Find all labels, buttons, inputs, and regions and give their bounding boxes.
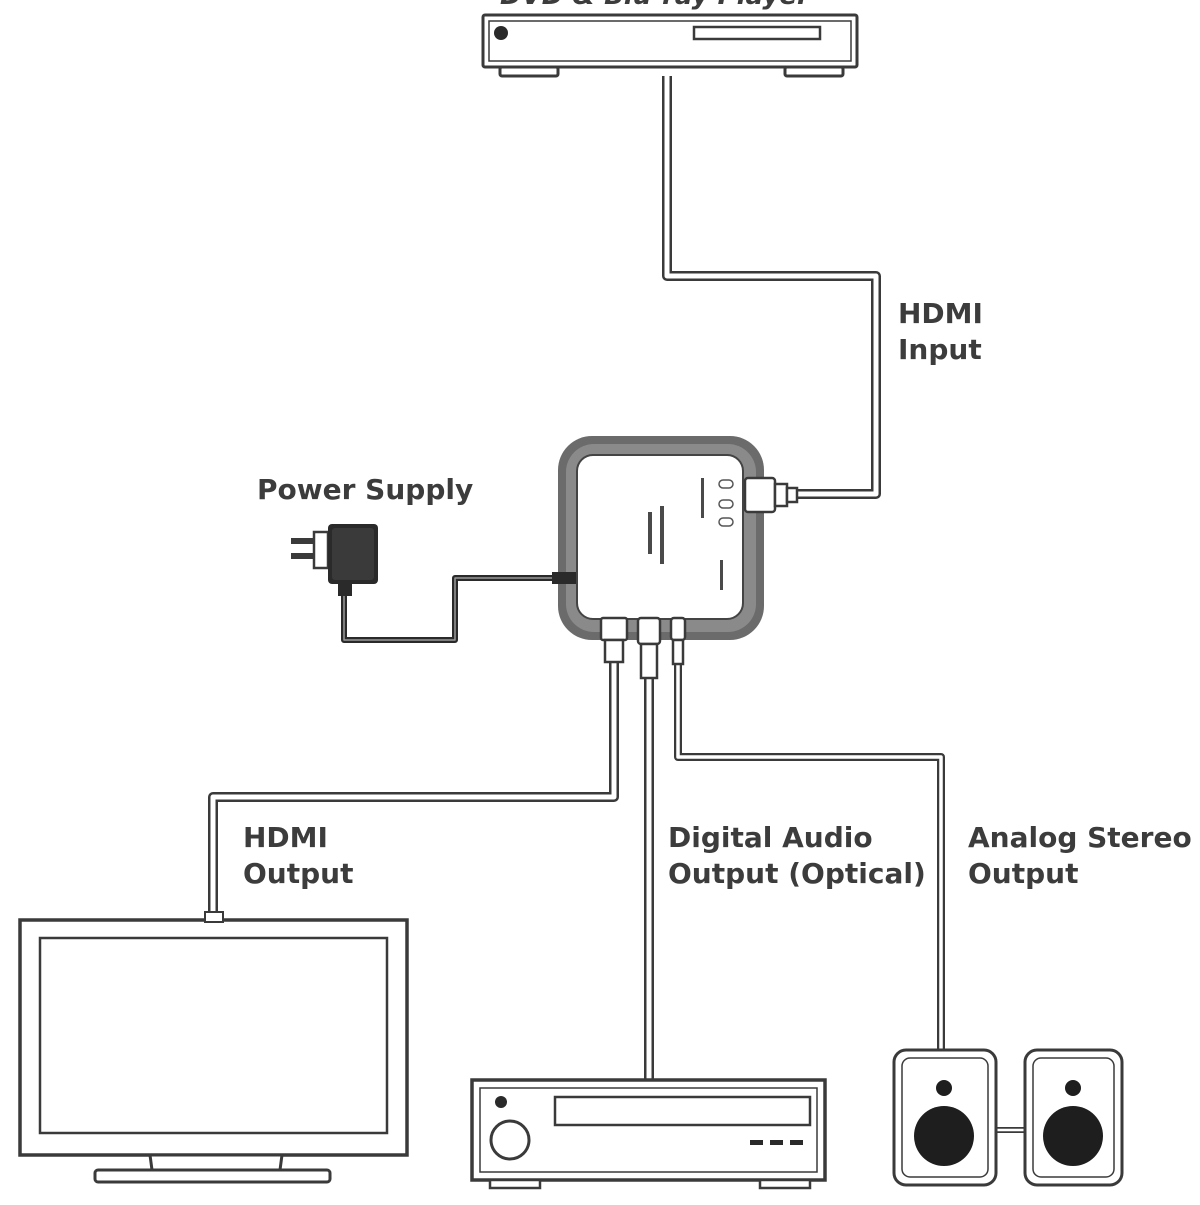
analog-stereo-label-line1: Analog Stereo <box>968 821 1192 854</box>
speaker-right <box>1023 1048 1124 1187</box>
hdmi-input-label-line1: HDMI <box>898 297 983 330</box>
power-supply-label-line1: Power Supply <box>257 473 474 506</box>
hdmi-audio-extractor <box>552 436 799 680</box>
power-cable <box>341 575 572 643</box>
cables <box>208 76 1030 1133</box>
power-adapter <box>291 524 378 596</box>
output-plugs <box>599 616 687 680</box>
dvd-bluray-player <box>481 13 859 78</box>
tv-display <box>18 911 409 1184</box>
digital-audio-label: Digital Audio Output (Optical) <box>668 820 926 892</box>
hdmi-input-label: HDMI Input <box>898 296 983 368</box>
hdmi-input-cable <box>662 76 881 499</box>
hdmi-input-plug <box>743 476 799 514</box>
hdmi-input-label-line2: Input <box>898 333 982 366</box>
source-title: DVD & Blu-ray Player <box>500 0 810 14</box>
power-supply-label: Power Supply <box>257 472 473 508</box>
analog-stereo-label-line2: Output <box>968 857 1079 890</box>
analog-stereo-label: Analog Stereo Output <box>968 820 1192 892</box>
hdmi-output-label-line2: Output <box>243 857 354 890</box>
power-plug <box>552 572 576 584</box>
hdmi-output-label-line1: HDMI <box>243 821 328 854</box>
hdmi-output-label: HDMI Output <box>243 820 353 892</box>
digital-audio-label-line2: Output (Optical) <box>668 857 926 890</box>
speaker-left <box>892 1048 998 1187</box>
digital-audio-label-line1: Digital Audio <box>668 821 873 854</box>
av-receiver <box>470 1078 827 1190</box>
